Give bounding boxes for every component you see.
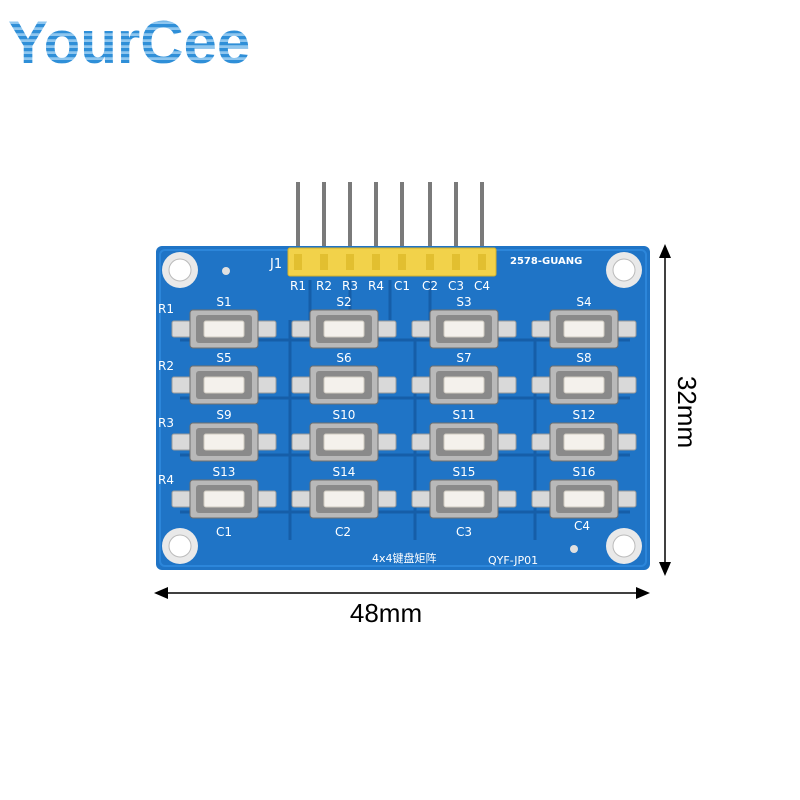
tactile-switch: S9 xyxy=(171,408,277,462)
tactile-switch: S3 xyxy=(411,295,517,349)
height-dimension-label: 32mm xyxy=(672,376,700,448)
keypad-board-photo: J1 2578-GUANG R1 R2 R3 R4 C1 C2 C3 C4 R1… xyxy=(156,182,650,570)
tactile-switch: S11 xyxy=(411,408,517,462)
switch-label: S3 xyxy=(456,295,471,309)
tactile-switch: S10 xyxy=(291,408,397,462)
height-dimension: 32mm xyxy=(659,244,700,576)
column-label: C2 xyxy=(335,525,351,539)
column-labels: C1 C2 C3 C4 xyxy=(216,519,590,539)
width-dimension: 48mm xyxy=(154,587,650,628)
board-title-label: 4x4键盘矩阵 xyxy=(372,551,437,565)
part-code-label: 2578-GUANG xyxy=(510,256,582,267)
header-slots xyxy=(294,254,486,270)
row-label: R4 xyxy=(158,473,174,487)
pin-label: C4 xyxy=(474,279,490,293)
pin-label: R3 xyxy=(342,279,358,293)
pin-label: R1 xyxy=(290,279,306,293)
tactile-switch: S4 xyxy=(531,295,637,349)
tactile-switch: S1 xyxy=(171,295,277,349)
switch-label: S16 xyxy=(573,465,596,479)
switch-label: S9 xyxy=(216,408,231,422)
tactile-switch: S16 xyxy=(531,465,637,519)
width-dimension-label: 48mm xyxy=(350,598,422,628)
switch-label: S4 xyxy=(576,295,591,309)
switch-label: S14 xyxy=(333,465,356,479)
tactile-switch: S2 xyxy=(291,295,397,349)
pin-label: C2 xyxy=(422,279,438,293)
brand-logo: YourCee xyxy=(8,9,250,76)
tactile-switch: S7 xyxy=(411,351,517,405)
tactile-switch: S8 xyxy=(531,351,637,405)
mounting-holes xyxy=(162,252,642,564)
pin-header xyxy=(287,247,497,277)
switch-label: S12 xyxy=(573,408,596,422)
tactile-switch: S15 xyxy=(411,465,517,519)
column-label: C1 xyxy=(216,525,232,539)
tactile-switch: S13 xyxy=(171,465,277,519)
row-label: R2 xyxy=(158,359,174,373)
switch-label: S11 xyxy=(453,408,476,422)
brand-logo-text: YourCee xyxy=(8,9,250,76)
pin-label: R4 xyxy=(368,279,384,293)
board-model-label: QYF-JP01 xyxy=(488,554,538,567)
switch-label: S7 xyxy=(456,351,471,365)
switch-label: S10 xyxy=(333,408,356,422)
tactile-switch: S6 xyxy=(291,351,397,405)
switch-label: S6 xyxy=(336,351,351,365)
switch-label: S8 xyxy=(576,351,591,365)
pin-label: C3 xyxy=(448,279,464,293)
tactile-switch: S12 xyxy=(531,408,637,462)
switch-label: S13 xyxy=(213,465,236,479)
pin-label: C1 xyxy=(394,279,410,293)
column-label: C3 xyxy=(456,525,472,539)
column-label: C4 xyxy=(574,519,590,533)
header-pins xyxy=(296,182,484,262)
row-label: R3 xyxy=(158,416,174,430)
row-label: R1 xyxy=(158,302,174,316)
pin-label: R2 xyxy=(316,279,332,293)
pcb-body xyxy=(156,246,650,570)
switch-label: S5 xyxy=(216,351,231,365)
switch-label: S15 xyxy=(453,465,476,479)
switch-label: S2 xyxy=(336,295,351,309)
row-labels: R1 R2 R3 R4 xyxy=(158,302,174,487)
tactile-switch: S5 xyxy=(171,351,277,405)
tactile-switch: S14 xyxy=(291,465,397,519)
pin-labels: R1 R2 R3 R4 C1 C2 C3 C4 xyxy=(290,279,490,293)
switch-label: S1 xyxy=(216,295,231,309)
header-ref-label: J1 xyxy=(269,257,282,272)
